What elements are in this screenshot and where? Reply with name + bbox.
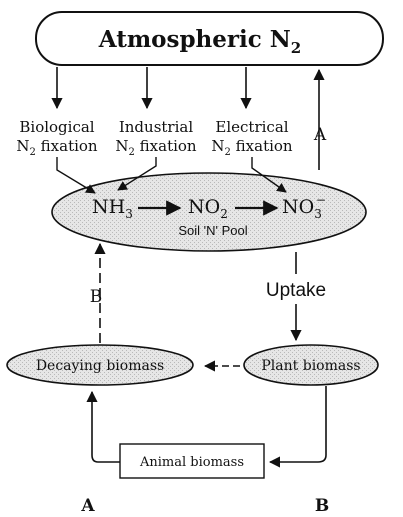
atmospheric-n2-box: [35, 11, 384, 66]
atmospheric-n2-label: Atmospheric N2: [98, 26, 301, 57]
animal-biomass-box: [119, 443, 265, 479]
animal-biomass-label: Animal biomass: [139, 455, 244, 470]
arrow-plant-to-animal: [268, 386, 327, 468]
soil-n-pool-ellipse: [51, 172, 367, 252]
no3-label: NO3−: [282, 193, 326, 221]
arrow-industrial-to-nh3: [117, 157, 157, 191]
plant-biomass-label: Plant biomass: [261, 358, 360, 374]
electrical-fixation-line2: N2 fixation: [211, 137, 293, 158]
uptake-label: Uptake: [266, 280, 326, 301]
biological-fixation-label: Biological: [19, 118, 94, 136]
decaying-biomass-label: Decaying biomass: [36, 358, 164, 374]
arrow-biological-to-nh3: [56, 157, 96, 194]
electrical-fixation-label: Electrical: [215, 118, 288, 136]
decaying-biomass-ellipse: [6, 344, 194, 386]
arrow-animal-to-decaying: [86, 390, 120, 463]
industrial-fixation-line2: N2 fixation: [115, 137, 197, 158]
bottom-label-a: A: [80, 496, 95, 516]
soil-n-pool-label: Soil 'N' Pool: [178, 223, 247, 238]
arrow-b-label: B: [90, 287, 103, 307]
bottom-label-b: B: [315, 496, 329, 516]
industrial-fixation-label: Industrial: [119, 118, 193, 136]
nh3-label: NH3: [92, 196, 133, 221]
arrow-a-label: A: [313, 125, 327, 145]
plant-biomass-ellipse: [243, 344, 379, 386]
biological-fixation-line2: N2 fixation: [16, 137, 98, 158]
arrow-electrical-to-no3: [251, 157, 287, 193]
no2-label: NO2: [188, 196, 228, 221]
